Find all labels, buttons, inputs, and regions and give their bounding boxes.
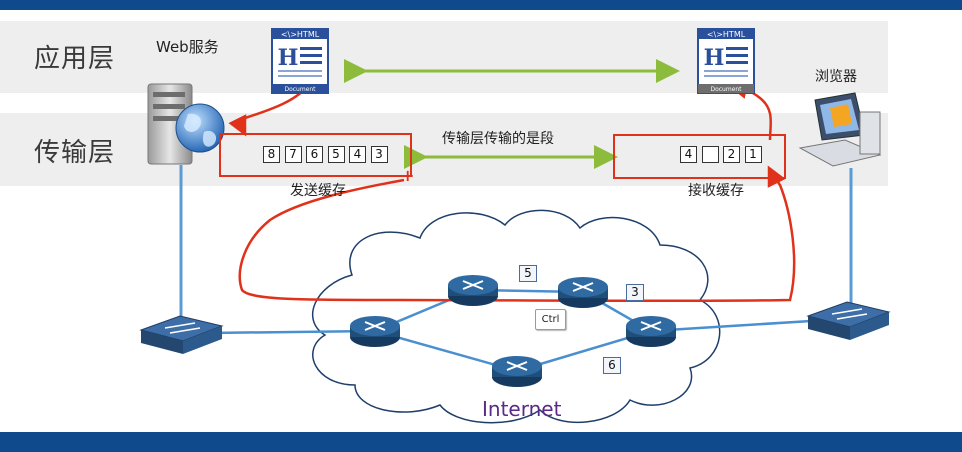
svg-text:<\>HTML: <\>HTML — [281, 30, 320, 39]
web-server-label: Web服务 — [156, 38, 219, 56]
send-buffer — [219, 133, 412, 177]
access-links — [179, 165, 853, 322]
switch-right-icon — [806, 301, 891, 340]
router-icon-2 — [448, 275, 498, 306]
send-segment: 6 — [306, 146, 323, 163]
send-segment: 4 — [349, 146, 366, 163]
network-segment: 3 — [626, 284, 644, 301]
browser-label: 浏览器 — [815, 69, 857, 85]
recv-segment — [701, 146, 719, 163]
send-segment: 3 — [370, 146, 388, 163]
switch-left-icon — [139, 315, 224, 354]
ctrl-tooltip: Ctrl — [535, 309, 566, 330]
html-document-left-icon: <\>HTML H Document — [271, 28, 329, 94]
svg-text:<\>HTML: <\>HTML — [707, 30, 746, 39]
internet-label: Internet — [482, 397, 562, 421]
router-icon-5 — [492, 356, 542, 387]
send-buffer-label: 发送缓存 — [290, 183, 346, 199]
transport-layer-label: 传输层 — [34, 138, 116, 168]
router-icon-1 — [350, 316, 400, 347]
svg-text:H: H — [704, 45, 725, 71]
send-segment: 5 — [327, 146, 345, 163]
send-segment: 8 — [263, 146, 280, 163]
recv-segment: 1 — [744, 146, 762, 163]
svg-text:Document: Document — [284, 86, 316, 93]
network-segment: 6 — [603, 357, 621, 374]
recv-buffer-label: 接收缓存 — [688, 183, 744, 199]
svg-text:Document: Document — [710, 86, 742, 93]
recv-segment: 4 — [680, 146, 697, 163]
receive-buffer — [613, 134, 786, 179]
web-server-icon — [147, 83, 225, 165]
router-icon-3 — [558, 277, 608, 308]
router-icon-4 — [626, 316, 676, 347]
application-layer-label: 应用层 — [34, 44, 116, 74]
html-document-right-icon: <\>HTML H Document — [697, 28, 755, 94]
svg-text:H: H — [278, 45, 299, 71]
transport-note-label: 传输层传输的是段 — [442, 131, 554, 147]
bottom-bar — [0, 432, 962, 452]
browser-computer-icon — [798, 92, 882, 167]
recv-segment: 2 — [723, 146, 740, 163]
network-segment: 5 — [519, 265, 537, 282]
send-segment: 7 — [284, 146, 302, 163]
top-bar — [0, 0, 962, 10]
